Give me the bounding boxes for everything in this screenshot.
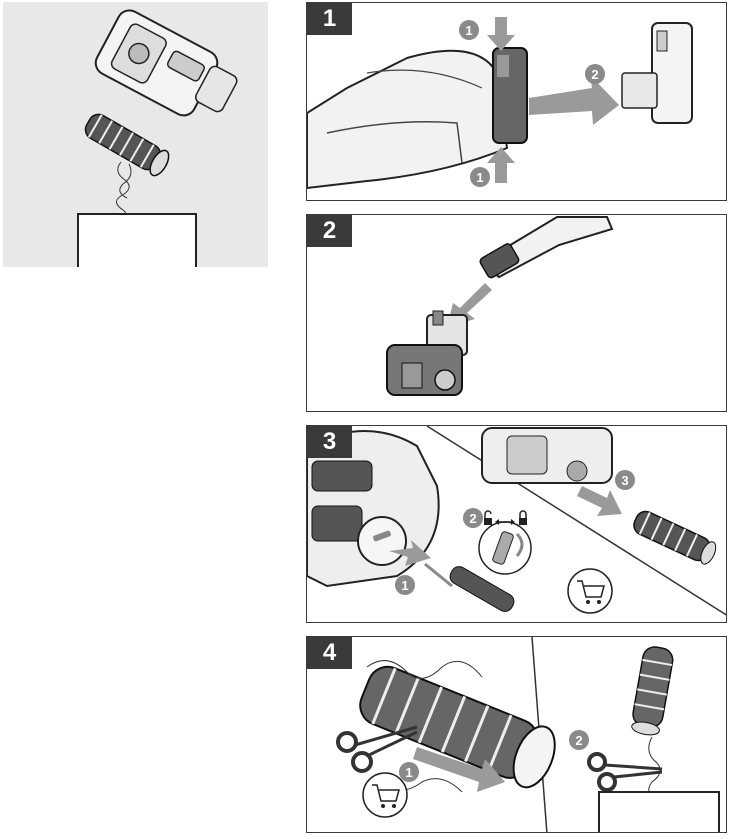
lock-open-icon <box>484 510 492 525</box>
shopping-cart-icon <box>362 772 408 818</box>
step-number: 3 <box>307 426 352 458</box>
illustration <box>386 216 614 396</box>
substep-badge: 1 <box>399 762 419 782</box>
svg-text:1: 1 <box>476 170 483 185</box>
step-panel-3: 3 <box>306 425 727 623</box>
brush-roll <box>633 510 717 565</box>
illustration: 1 2 <box>336 637 720 832</box>
press-arrow-top <box>487 17 515 51</box>
substep-badge: 1 <box>459 20 479 40</box>
substep-badge: 1 <box>395 575 415 595</box>
waste-bin <box>77 213 197 267</box>
svg-text:2: 2 <box>591 67 598 82</box>
cut-arrow <box>413 747 505 792</box>
svg-text:2: 2 <box>469 511 476 526</box>
floor-head-underside <box>481 427 613 484</box>
illustration <box>77 9 238 267</box>
scissors-icon <box>336 725 418 773</box>
scissors-icon <box>587 752 663 792</box>
svg-text:1: 1 <box>405 765 412 780</box>
waste-bin <box>598 791 720 832</box>
svg-text:2: 2 <box>575 733 582 748</box>
illustration: 1 2 1 <box>307 17 693 190</box>
step-number: 2 <box>307 215 352 247</box>
overview-illustration <box>3 2 268 267</box>
press-arrow-bottom <box>487 147 515 183</box>
floor-head <box>94 9 238 117</box>
illustration: 2 3 1 <box>307 426 726 616</box>
step-panel-1: 1 1 2 1 <box>306 2 727 201</box>
screwdriver <box>424 562 515 612</box>
end-cap <box>357 516 407 566</box>
brush-roll-closeup <box>359 665 556 789</box>
svg-text:1: 1 <box>465 23 472 38</box>
step-number: 1 <box>307 3 352 35</box>
shopping-cart-icon <box>567 568 613 614</box>
pull-arrow <box>529 75 619 125</box>
lock-closed-icon <box>519 510 527 525</box>
step-panel-2: 2 <box>306 214 727 412</box>
vacuum-handle <box>307 49 509 190</box>
step-panel-4: 4 <box>306 636 727 833</box>
svg-text:3: 3 <box>621 473 628 488</box>
brush-roll <box>84 113 170 177</box>
screwdriver-arrow <box>389 540 431 566</box>
substep-badge: 1 <box>470 167 490 187</box>
floor-head <box>386 310 468 396</box>
brush-roll <box>631 646 674 736</box>
substep-badge: 2 <box>463 508 483 528</box>
substep-badge: 2 <box>569 730 589 750</box>
substep-badge: 3 <box>615 470 635 490</box>
battery-removed <box>621 22 693 124</box>
substep-badge: 2 <box>585 64 605 84</box>
svg-text:1: 1 <box>401 578 408 593</box>
panel-divider <box>426 426 726 616</box>
remove-arrow <box>577 486 622 516</box>
step-number: 4 <box>307 637 352 669</box>
